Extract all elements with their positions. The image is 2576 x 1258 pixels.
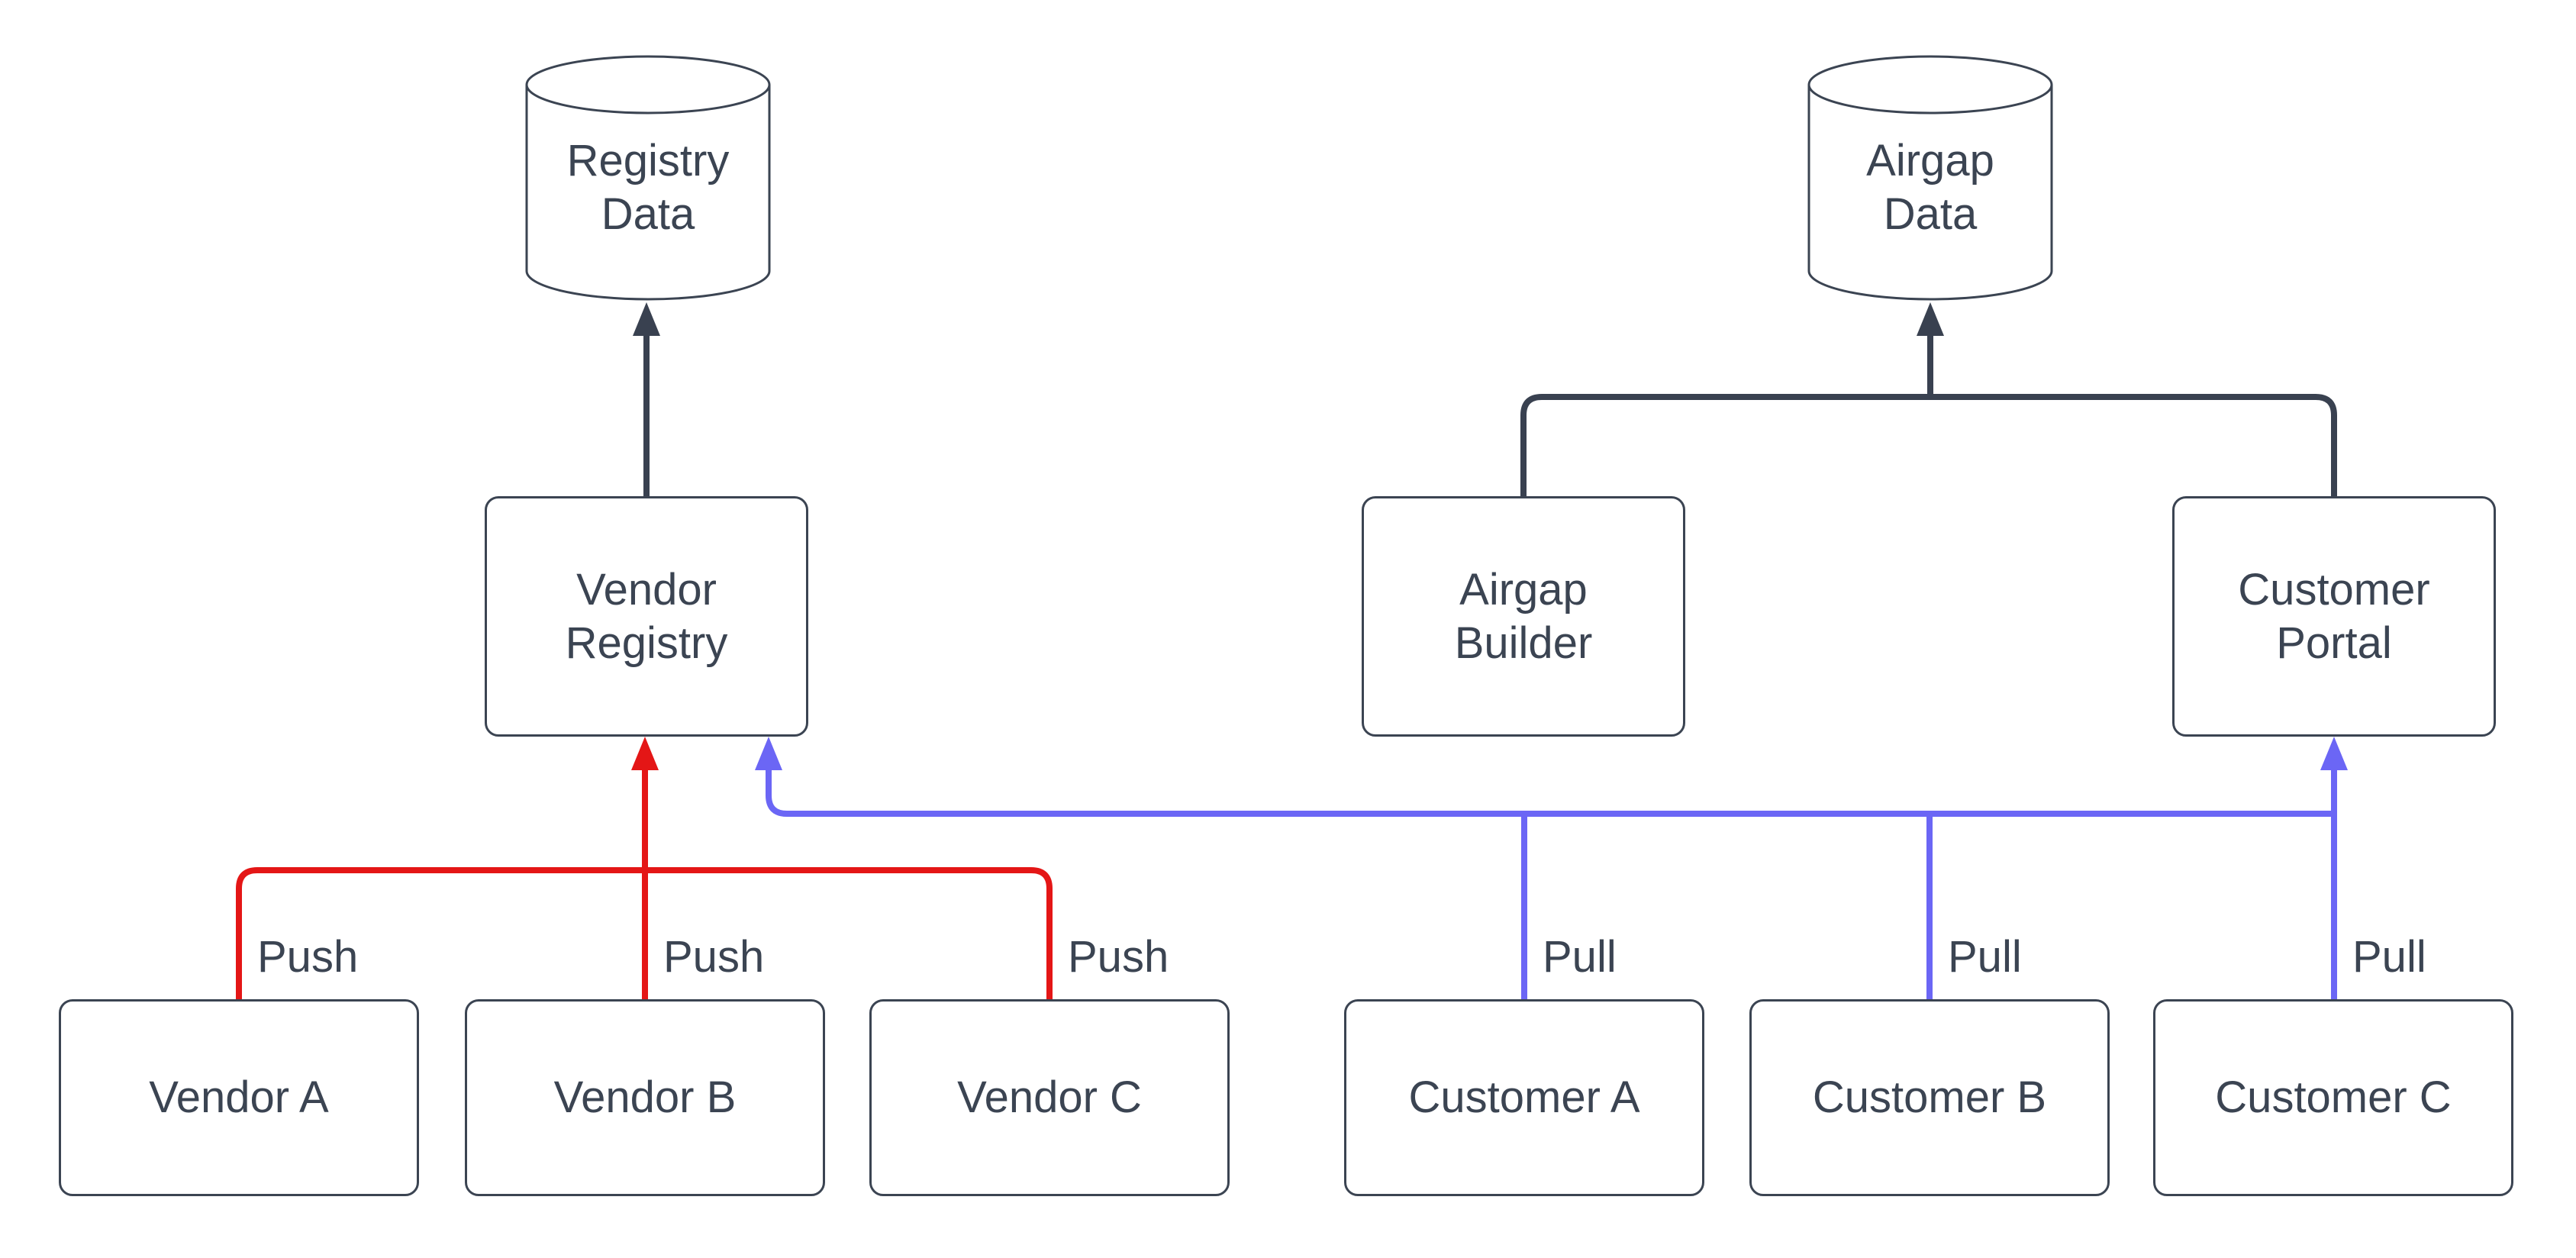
arrowhead-pull-customer-portal xyxy=(2320,737,2348,770)
edge-customer-portal-up xyxy=(1930,394,2337,496)
node-customer-c: Customer C xyxy=(2153,999,2513,1196)
node-vendor-registry: Vendor Registry xyxy=(485,496,808,737)
node-customer-a: Customer A xyxy=(1344,999,1704,1196)
node-customer-b: Customer B xyxy=(1749,999,2110,1196)
arrowhead-push-vendor-registry xyxy=(631,737,659,770)
edge-label-pull-customer-a: Pull xyxy=(1543,932,1617,982)
edge-label-pull-customer-b: Pull xyxy=(1948,932,2022,982)
edge-pull-rail xyxy=(766,769,2334,817)
edge-label-push-vendor-c: Push xyxy=(1068,932,1169,982)
node-airgap-builder: Airgap Builder xyxy=(1362,496,1685,737)
node-vendor-c: Vendor C xyxy=(869,999,1230,1196)
arrowhead-pull-vendor-registry xyxy=(755,737,782,770)
cylinder-registry-data xyxy=(525,55,771,301)
edge-label-push-vendor-a: Push xyxy=(257,932,359,982)
node-airgap-data-label: Airgap Data xyxy=(1866,136,1994,239)
edge-airgap-builder-up xyxy=(1520,394,1930,496)
node-registry-data-label: Registry Data xyxy=(566,136,730,239)
node-vendor-b: Vendor B xyxy=(465,999,825,1196)
arrowhead-registry-data xyxy=(633,302,660,336)
arrowhead-airgap-data xyxy=(1917,302,1944,336)
edge-label-push-vendor-b: Push xyxy=(663,932,765,982)
node-vendor-a: Vendor A xyxy=(59,999,419,1196)
node-customer-portal: Customer Portal xyxy=(2172,496,2496,737)
edge-label-pull-customer-c: Pull xyxy=(2352,932,2426,982)
cylinder-airgap-data xyxy=(1807,55,2053,301)
